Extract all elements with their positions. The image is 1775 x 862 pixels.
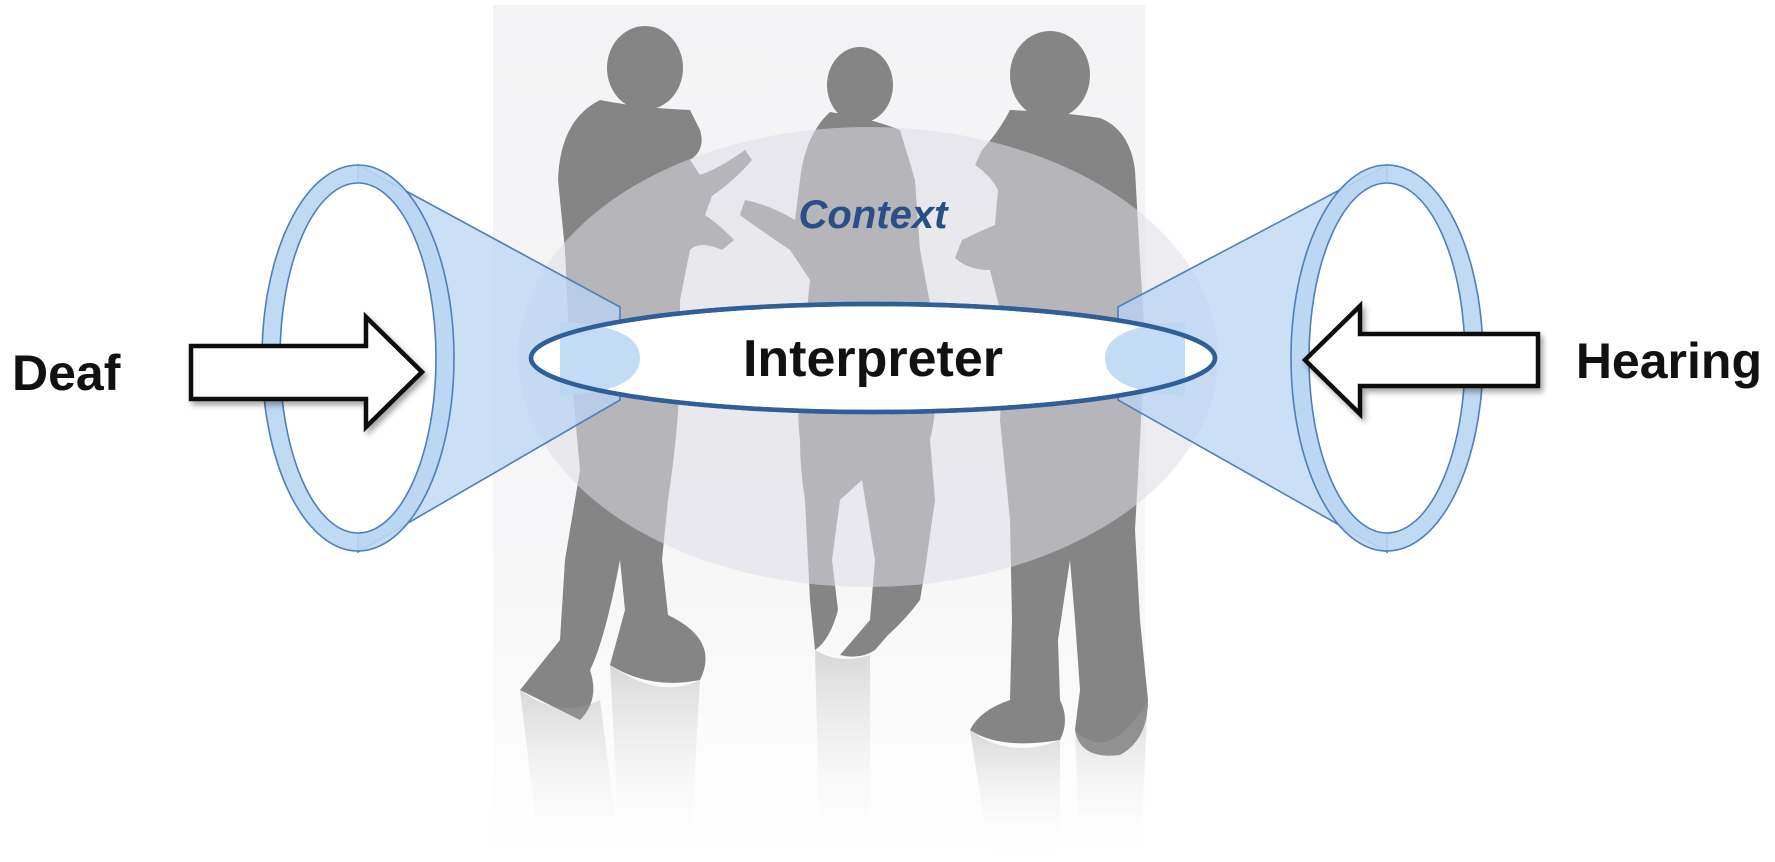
- interpreter-node: Interpreter: [528, 301, 1218, 415]
- right-funnel-neck: [1105, 322, 1185, 396]
- arrow-left-outline-icon: [1301, 300, 1541, 420]
- deaf-label: Deaf: [12, 345, 121, 401]
- interpreter-label: Interpreter: [743, 330, 1003, 388]
- arrow-right-outline-icon: [188, 311, 426, 433]
- context-label: Context: [799, 193, 950, 237]
- floor-reflection: [520, 650, 1148, 857]
- left-funnel-neck: [560, 322, 640, 396]
- hearing-label: Hearing: [1576, 333, 1762, 389]
